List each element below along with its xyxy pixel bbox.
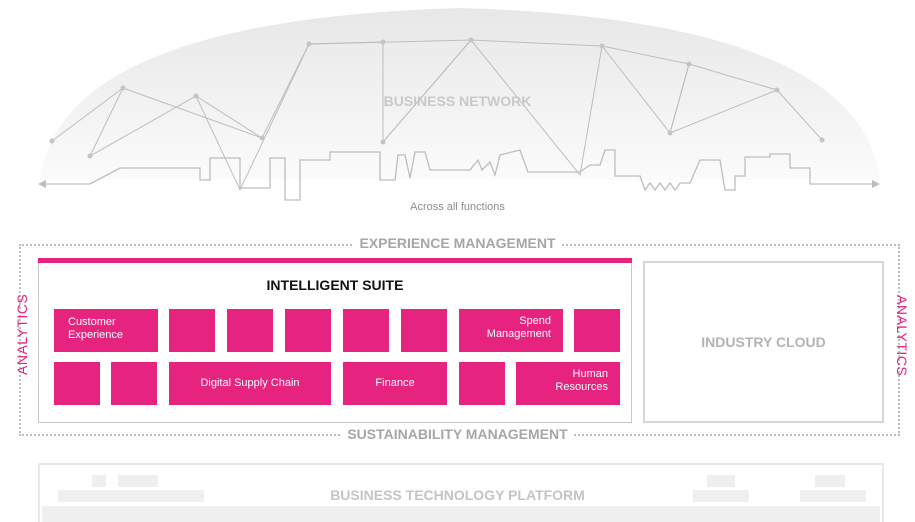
- tile-label: Finance: [375, 377, 415, 389]
- skyline-arrow-left-icon: [38, 180, 46, 188]
- industry-cloud-title: INDUSTRY CLOUD: [701, 334, 826, 350]
- business-technology-platform-box[interactable]: [38, 463, 884, 522]
- intelligent-suite-accent-bar: [38, 258, 632, 263]
- platform-brick: [92, 475, 106, 487]
- intelligent-suite-title: INTELLIGENT SUITE: [266, 277, 404, 293]
- platform-brick: [707, 475, 735, 487]
- tile-finance[interactable]: Finance: [343, 362, 447, 405]
- tile-blank[interactable]: [459, 362, 505, 405]
- analytics-label-right: ANALYTICS: [894, 295, 910, 377]
- tile-blank[interactable]: [169, 309, 215, 352]
- sustainability-management-label: SUSTAINABILITY MANAGEMENT: [341, 426, 574, 442]
- tile-customer-experience[interactable]: Customer Experience: [54, 309, 158, 352]
- business-network-title: BUSINESS NETWORK: [383, 93, 532, 109]
- platform-brick: [118, 475, 158, 487]
- network-dome: [40, 8, 880, 180]
- tile-spend-management[interactable]: Spend Management: [459, 309, 563, 352]
- tile-label: Spend: [519, 315, 551, 327]
- tile-blank[interactable]: [54, 362, 100, 405]
- tile-label: Digital Supply Chain: [200, 377, 300, 389]
- business-technology-platform-title: BUSINESS TECHNOLOGY PLATFORM: [330, 487, 585, 503]
- industry-cloud-box[interactable]: INDUSTRY CLOUD: [643, 261, 884, 423]
- skyline-arrow-right-icon: [872, 180, 880, 188]
- experience-management-row: EXPERIENCE MANAGEMENT: [0, 235, 915, 253]
- business-network-subtitle: Across all functions: [410, 201, 505, 213]
- platform-brick: [693, 490, 749, 502]
- platform-brick: [58, 490, 204, 502]
- tile-label: Human: [572, 368, 608, 380]
- tile-blank[interactable]: [111, 362, 157, 405]
- business-network-graphic: [38, 8, 880, 201]
- platform-brick-row: [42, 506, 880, 522]
- tile-label: Management: [486, 328, 551, 340]
- tile-human-resources[interactable]: Human Resources: [516, 362, 620, 405]
- tile-digital-supply-chain[interactable]: Digital Supply Chain: [169, 362, 331, 405]
- tile-blank[interactable]: [574, 309, 620, 352]
- network-nodes: [49, 37, 825, 159]
- tile-blank[interactable]: [227, 309, 273, 352]
- tile-label: Customer: [68, 316, 116, 328]
- tile-blank[interactable]: [401, 309, 447, 352]
- analytics-label-left: ANALYTICS: [14, 293, 30, 375]
- experience-management-label: EXPERIENCE MANAGEMENT: [353, 235, 562, 251]
- platform-brick: [815, 475, 845, 487]
- tile-label: Experience: [68, 329, 124, 341]
- tile-label: Resources: [555, 381, 608, 393]
- tile-blank[interactable]: [285, 309, 331, 352]
- platform-brick: [800, 490, 866, 502]
- skyline: [40, 149, 878, 201]
- tile-blank[interactable]: [343, 309, 389, 352]
- sustainability-management-row: SUSTAINABILITY MANAGEMENT: [0, 426, 915, 444]
